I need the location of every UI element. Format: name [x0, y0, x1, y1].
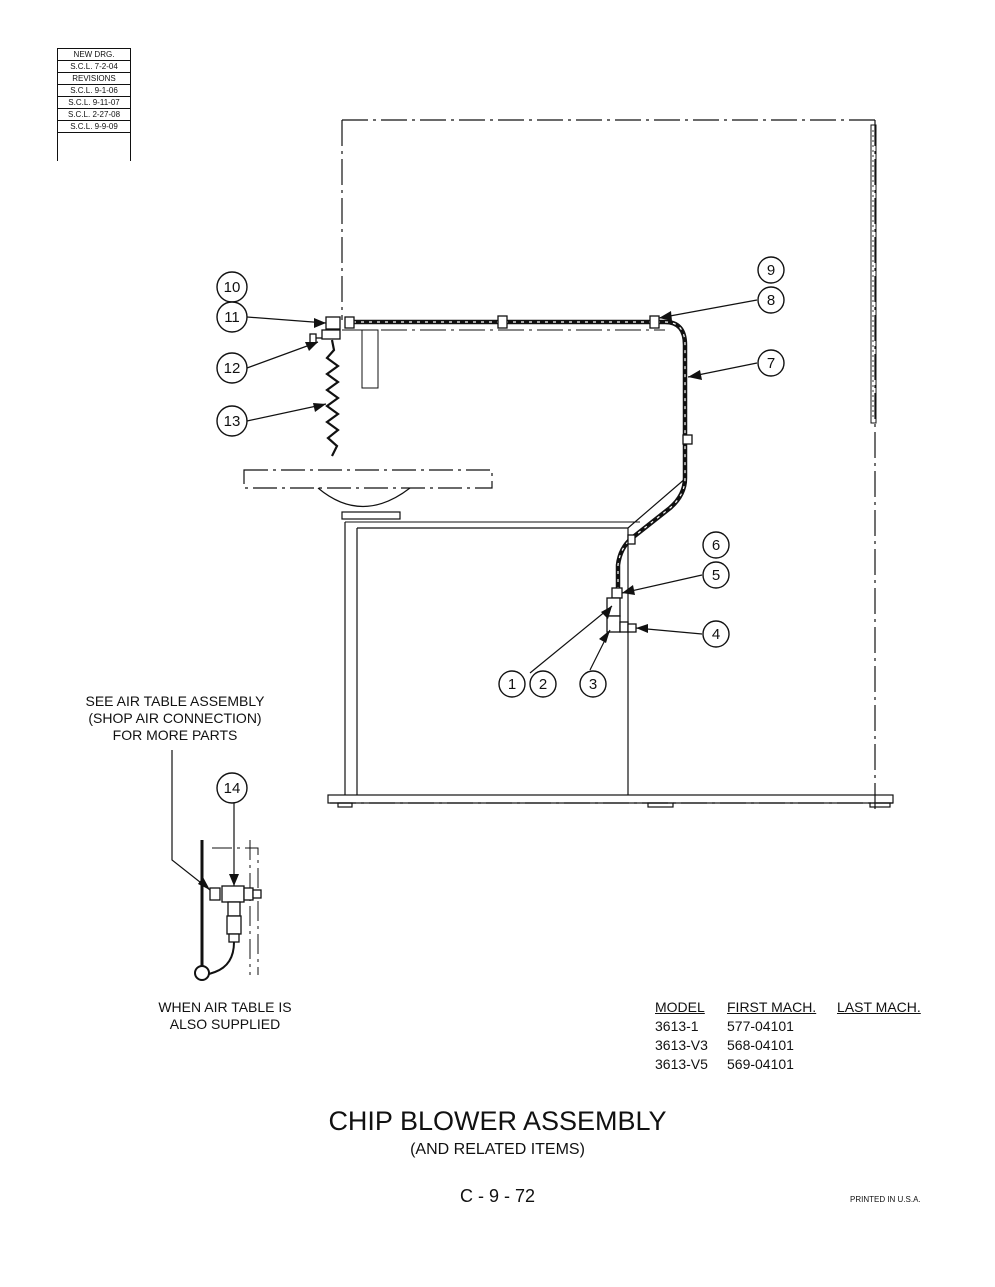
- air-table-inset: [194, 840, 262, 981]
- hose-clamp: [649, 315, 660, 329]
- inset-tee: [221, 885, 245, 903]
- nozzle-fitting: [325, 316, 341, 330]
- page-title: CHIP BLOWER ASSEMBLY: [328, 1106, 667, 1136]
- hose-clamp: [497, 315, 508, 329]
- head-block: [361, 329, 379, 389]
- first-mach-header: FIRST MACH.: [727, 999, 817, 1015]
- hose-fitting: [611, 587, 623, 599]
- callout-8: 8: [767, 292, 775, 309]
- model-table-row: 3613-V3 568-04101: [655, 1036, 921, 1055]
- air-table-note-line: (SHOP AIR CONNECTION): [88, 710, 262, 726]
- first-mach-cell: 577-04101: [727, 1018, 794, 1034]
- model-cell: 3613-V3: [655, 1037, 708, 1053]
- callout-12: 12: [224, 360, 241, 377]
- flex-nozzle: [325, 339, 340, 457]
- table-trunnion: [317, 487, 411, 507]
- callout-9: 9: [767, 262, 775, 279]
- callout-5: 5: [712, 567, 720, 584]
- blower-hose: [345, 319, 688, 595]
- callout-14: 14: [224, 780, 241, 797]
- inset-caption: WHEN AIR TABLE IS ALSO SUPPLIED: [120, 999, 330, 1033]
- callout-3: 3: [589, 676, 597, 693]
- page-number: C - 9 - 72: [459, 1186, 536, 1206]
- inset-caption-line: ALSO SUPPLIED: [169, 1016, 281, 1032]
- model-table: MODEL FIRST MACH. LAST MACH. 3613-1 577-…: [655, 998, 921, 1074]
- callout-11: 11: [224, 309, 240, 326]
- base-cabinet: [344, 477, 687, 795]
- printed-note: PRINTED IN U.S.A.: [850, 1195, 921, 1204]
- inset-fitting: [209, 887, 221, 901]
- valve-tee: [606, 615, 621, 633]
- model-cell: 3613-1: [655, 1018, 699, 1034]
- column-hinge: [870, 124, 877, 424]
- model-table-row: 3613-1 577-04101: [655, 1017, 921, 1036]
- revision-blank-row: [57, 132, 131, 161]
- model-table-header: MODEL FIRST MACH. LAST MACH.: [655, 998, 921, 1017]
- callout-7: 7: [767, 355, 775, 372]
- hose-clamp: [627, 534, 636, 545]
- model-header: MODEL: [655, 999, 705, 1015]
- last-mach-header: LAST MACH.: [837, 999, 921, 1015]
- revision-block: NEW DRG. S.C.L. 7-2-04 REVISIONS S.C.L. …: [57, 48, 131, 161]
- callout-4: 4: [712, 626, 720, 643]
- first-mach-cell: 569-04101: [727, 1056, 794, 1072]
- leader-line: [246, 403, 327, 422]
- leader-line: [621, 574, 703, 594]
- inset-air-inlet: [194, 965, 210, 981]
- leader-line: [658, 299, 758, 319]
- leader-line: [246, 316, 327, 324]
- work-table: [243, 469, 493, 489]
- inset-caption-line: WHEN AIR TABLE IS: [158, 999, 292, 1015]
- callout-13: 13: [224, 413, 241, 430]
- callout-1: 1: [508, 676, 516, 693]
- air-table-note-line: SEE AIR TABLE ASSEMBLY: [85, 693, 265, 709]
- hose-clamp: [682, 434, 693, 445]
- leader-line: [171, 750, 211, 891]
- base-floor: [327, 794, 894, 804]
- air-table-note-line: FOR MORE PARTS: [112, 727, 238, 743]
- callout-2: 2: [539, 676, 547, 693]
- cabinet-outline: [341, 119, 876, 810]
- page-subtitle: (AND RELATED ITEMS): [410, 1141, 585, 1158]
- callout-10: 10: [224, 279, 241, 296]
- hose-clamp: [344, 316, 355, 329]
- model-cell: 3613-V5: [655, 1056, 708, 1072]
- inset-valve: [227, 901, 241, 917]
- leader-line: [529, 605, 613, 674]
- leader-line: [246, 341, 319, 369]
- air-table-note: SEE AIR TABLE ASSEMBLY (SHOP AIR CONNECT…: [60, 693, 290, 744]
- model-table-row: 3613-V5 569-04101: [655, 1055, 921, 1074]
- revision-row: S.C.L. 9-9-09: [57, 120, 131, 133]
- callout-6: 6: [712, 537, 720, 554]
- first-mach-cell: 568-04101: [727, 1037, 794, 1053]
